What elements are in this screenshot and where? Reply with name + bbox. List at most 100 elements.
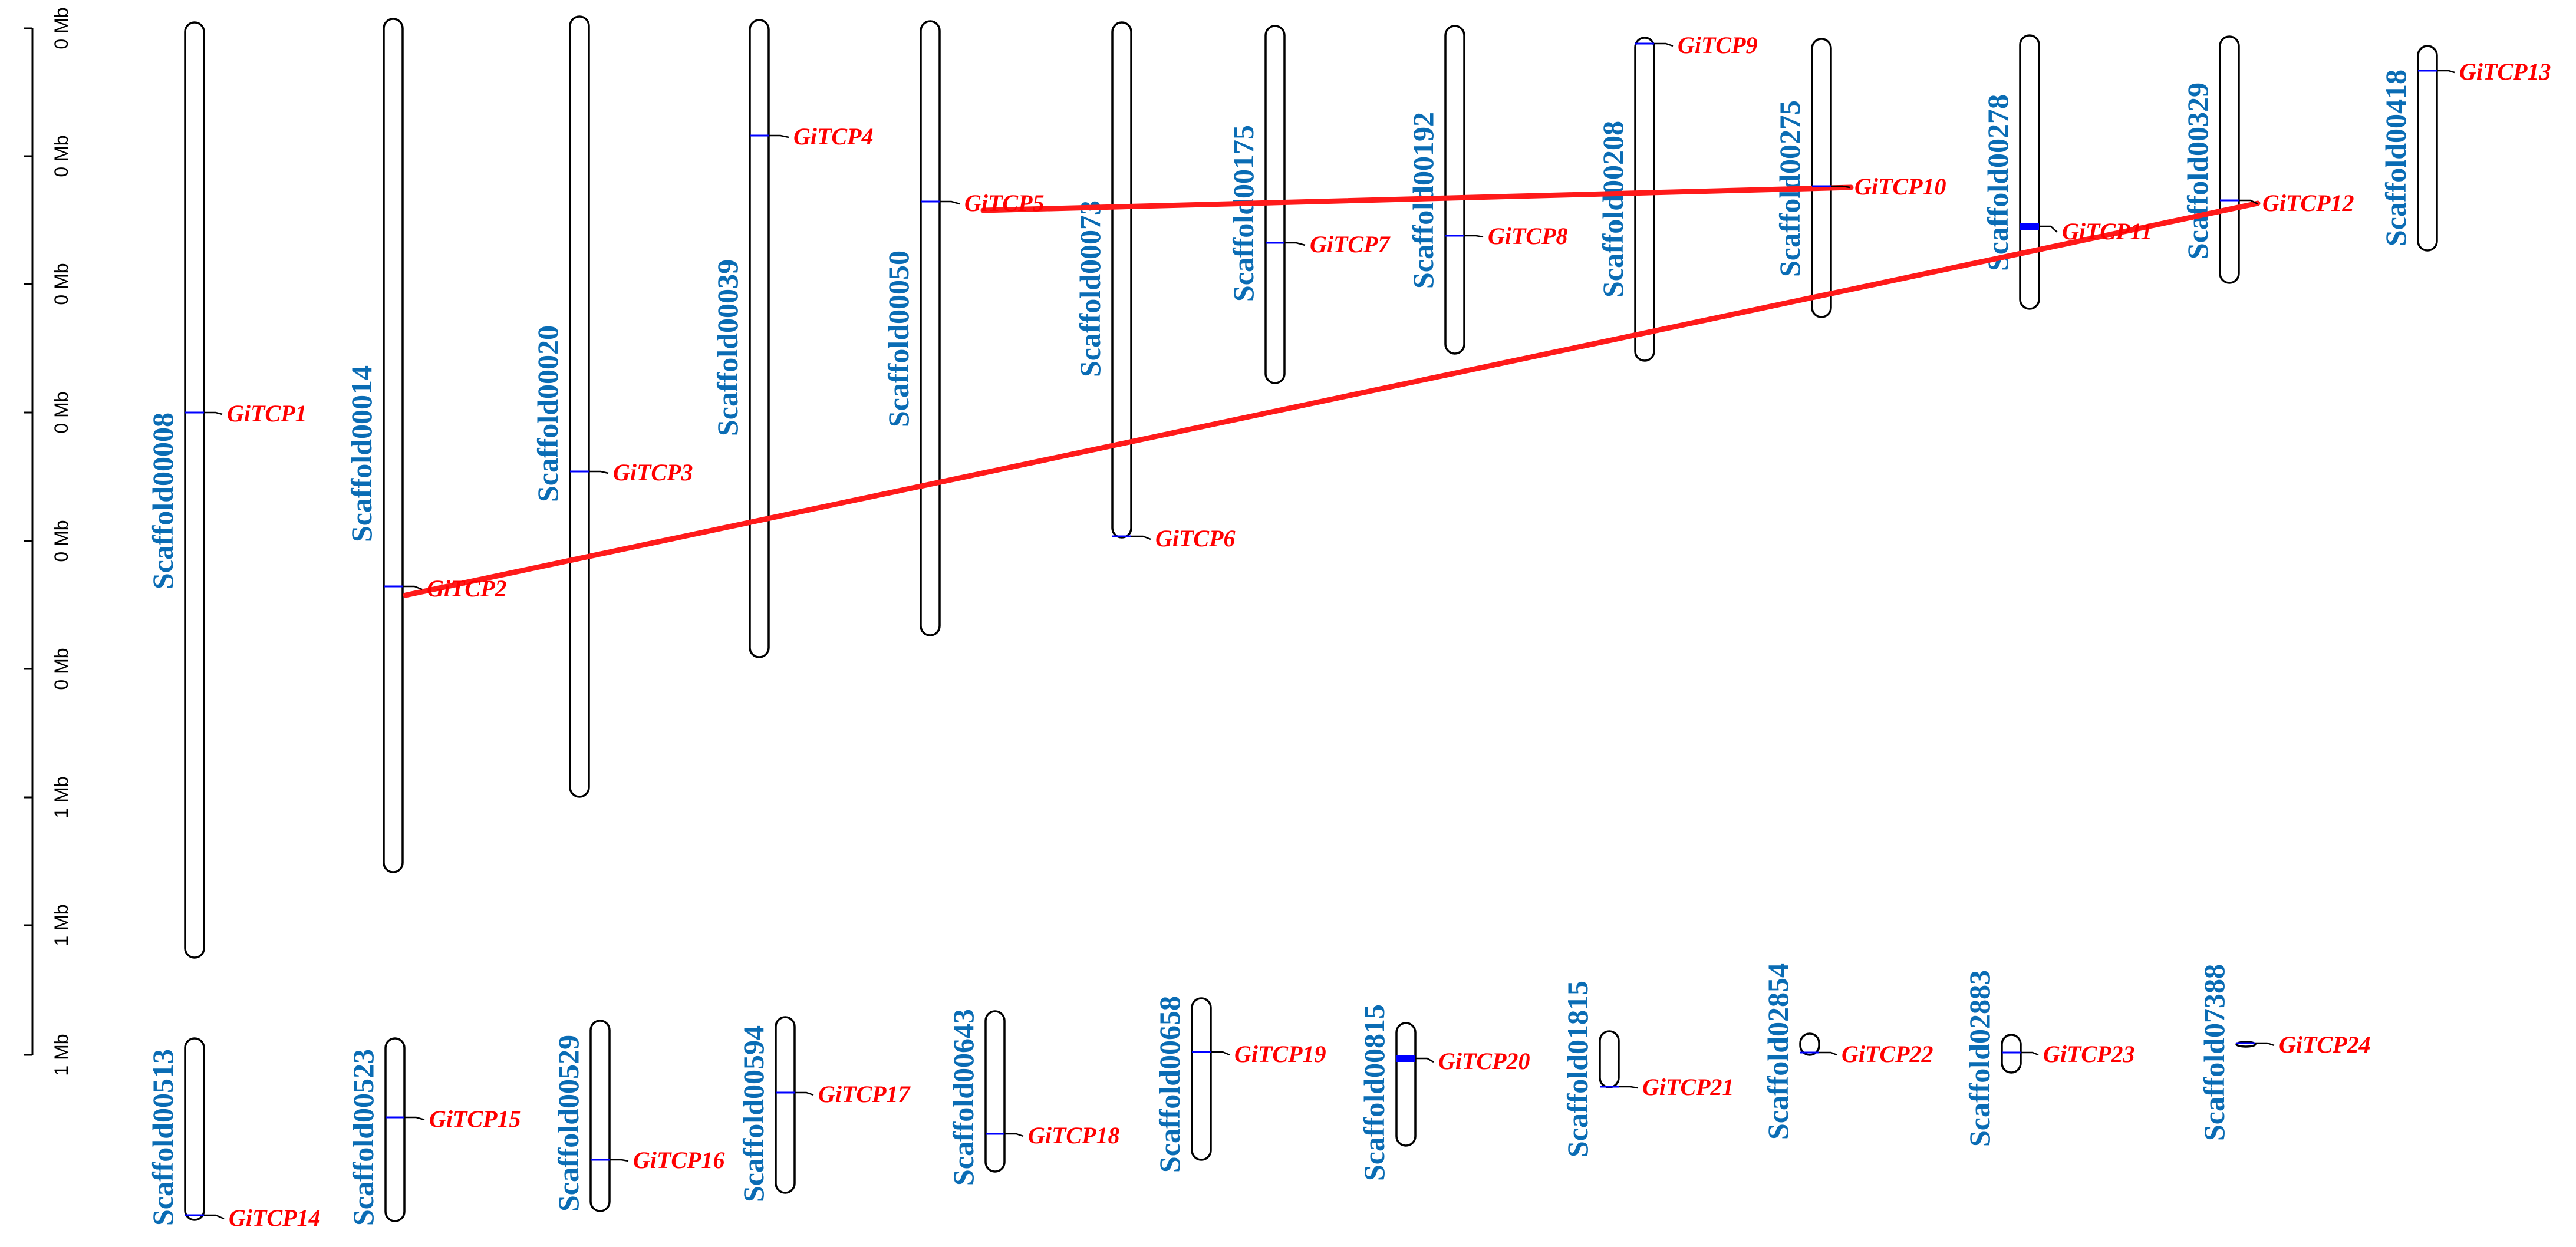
- scaffold-label: Scaffold00529: [552, 1035, 585, 1212]
- chromosome-bar: [1444, 25, 1465, 355]
- gene-label: GiTCP13: [2459, 58, 2551, 85]
- scaffold-label: Scaffold02854: [1761, 963, 1794, 1140]
- gene-label: GiTCP6: [1155, 525, 1236, 552]
- scaffold-label: Scaffold00050: [882, 250, 915, 427]
- gene-connector: [1415, 1057, 1434, 1063]
- gene-label: GiTCP18: [1028, 1122, 1120, 1149]
- chromosome-bar: [1634, 37, 1655, 362]
- gene-connector: [610, 1159, 629, 1162]
- gene-connector: [795, 1091, 814, 1096]
- chromosome-bar: [184, 21, 205, 959]
- gene-labels: GiTCP1GiTCP2GiTCP3GiTCP4GiTCP5GiTCP6GiTC…: [185, 32, 2551, 1231]
- scale-tick-label: 1 Mb: [51, 1034, 72, 1076]
- gene-connector: [1619, 1086, 1638, 1089]
- chromosome-bar: [749, 19, 770, 658]
- chromosome-bar: [775, 1016, 796, 1194]
- gene-connector: [589, 470, 609, 474]
- gene-marker: [2020, 223, 2039, 230]
- gene-label: GiTCP24: [2279, 1031, 2371, 1058]
- gene-connector: [2039, 225, 2058, 233]
- duplication-link: [980, 184, 1854, 213]
- scaffold-label: Scaffold00073: [1073, 200, 1106, 377]
- chromosome-bar: [2019, 34, 2040, 310]
- scale-tick-label: 0 Mb: [51, 7, 72, 49]
- scale-bar: 0 Mb0 Mb0 Mb0 Mb0 Mb0 Mb1 Mb1 Mb1 Mb: [24, 7, 72, 1076]
- scaffold-label: Scaffold00008: [146, 413, 179, 589]
- gene-label: GiTCP19: [1234, 1041, 1326, 1067]
- gene-label: GiTCP20: [1438, 1048, 1530, 1074]
- gene-label: GiTCP12: [2262, 190, 2354, 216]
- gene-connector: [940, 200, 960, 205]
- gene-connector: [403, 585, 423, 590]
- chromosome-bar: [1599, 1030, 1620, 1088]
- scaffold-label: Scaffold00278: [1981, 94, 2014, 271]
- gene-label: GiTCP4: [793, 123, 874, 150]
- scaffold-label: Scaffold00418: [2379, 70, 2412, 246]
- chromosome-bar: [1111, 21, 1132, 539]
- chromosome-bar: [2417, 45, 2438, 252]
- chromosome-bar: [984, 1010, 1006, 1173]
- scaffold-label: Scaffold00208: [1596, 121, 1629, 298]
- scaffold-label: Scaffold00523: [347, 1049, 380, 1226]
- gene-label: GiTCP14: [229, 1205, 321, 1231]
- gene-connector: [404, 1116, 425, 1121]
- scaffold-label: Scaffold00175: [1227, 125, 1260, 302]
- chromosome-bar: [1191, 997, 1212, 1161]
- chromosome-bar: [589, 1020, 611, 1212]
- gene-label: GiTCP16: [633, 1147, 725, 1173]
- chromosome-bar: [2001, 1034, 2022, 1074]
- gene-label: GiTCP22: [1842, 1041, 1933, 1067]
- gene-label: GiTCP8: [1488, 223, 1568, 249]
- scale-tick-label: 0 Mb: [51, 263, 72, 305]
- scaffold-label: Scaffold01815: [1561, 981, 1594, 1157]
- gene-connector: [1211, 1051, 1230, 1056]
- gene-label: GiTCP7: [1310, 231, 1391, 258]
- scale-tick-label: 1 Mb: [51, 904, 72, 946]
- chromosome-bar: [1799, 1032, 1820, 1056]
- gene-label: GiTCP1: [227, 400, 307, 427]
- chromosome-bar: [384, 1037, 406, 1222]
- gene-label: GiTCP3: [613, 459, 693, 486]
- gene-label: GiTCP5: [964, 190, 1045, 216]
- chromosome-bar: [920, 20, 941, 636]
- gene-label: GiTCP23: [2043, 1041, 2135, 1067]
- chromosome-bar: [1395, 1022, 1417, 1147]
- gene-connector: [2239, 199, 2258, 205]
- gene-connector: [1131, 535, 1151, 540]
- gene-connector: [769, 134, 789, 138]
- gene-label: GiTCP10: [1854, 173, 1946, 200]
- scaffold-label: Scaffold00014: [345, 365, 378, 542]
- gene-label: GiTCP21: [1642, 1074, 1734, 1100]
- scaffold-label: Scaffold00020: [531, 325, 564, 502]
- duplication-link: [403, 200, 2261, 598]
- gene-connector: [1004, 1133, 1024, 1137]
- gene-connector: [204, 411, 223, 415]
- scaffold-label: Scaffold00815: [1358, 1004, 1391, 1181]
- gene-label: GiTCP17: [818, 1081, 911, 1107]
- chromosome-bar: [569, 15, 590, 798]
- chromosome-bar: [383, 18, 404, 873]
- gene-connector: [1819, 1051, 1837, 1056]
- scaffold-label: Scaffold00039: [711, 259, 744, 436]
- scale-tick-label: 0 Mb: [51, 135, 72, 177]
- scaffold-label: Scaffold00658: [1153, 996, 1186, 1173]
- gene-connector: [1654, 42, 1674, 47]
- chromosome-bar: [1811, 38, 1832, 318]
- gene-label: GiTCP9: [1678, 32, 1758, 58]
- duplication-links: [403, 184, 2261, 598]
- gene-connector: [1831, 185, 1850, 189]
- scaffold-label: Scaffold02883: [1963, 970, 1996, 1147]
- gene-connector: [204, 1214, 225, 1220]
- gene-label: GiTCP11: [2062, 218, 2152, 245]
- scaffold-label: Scaffold00643: [947, 1009, 980, 1186]
- chromosome-bar: [184, 1037, 205, 1221]
- scale-tick-label: 1 Mb: [51, 776, 72, 818]
- gene-connector: [2255, 1042, 2275, 1047]
- gene-label: GiTCP2: [427, 575, 507, 602]
- scaffold-label: Scaffold00513: [146, 1049, 179, 1226]
- scale-tick-label: 0 Mb: [51, 391, 72, 433]
- gene-marker: [1396, 1055, 1415, 1062]
- scaffold-label: Scaffold00594: [737, 1025, 770, 1202]
